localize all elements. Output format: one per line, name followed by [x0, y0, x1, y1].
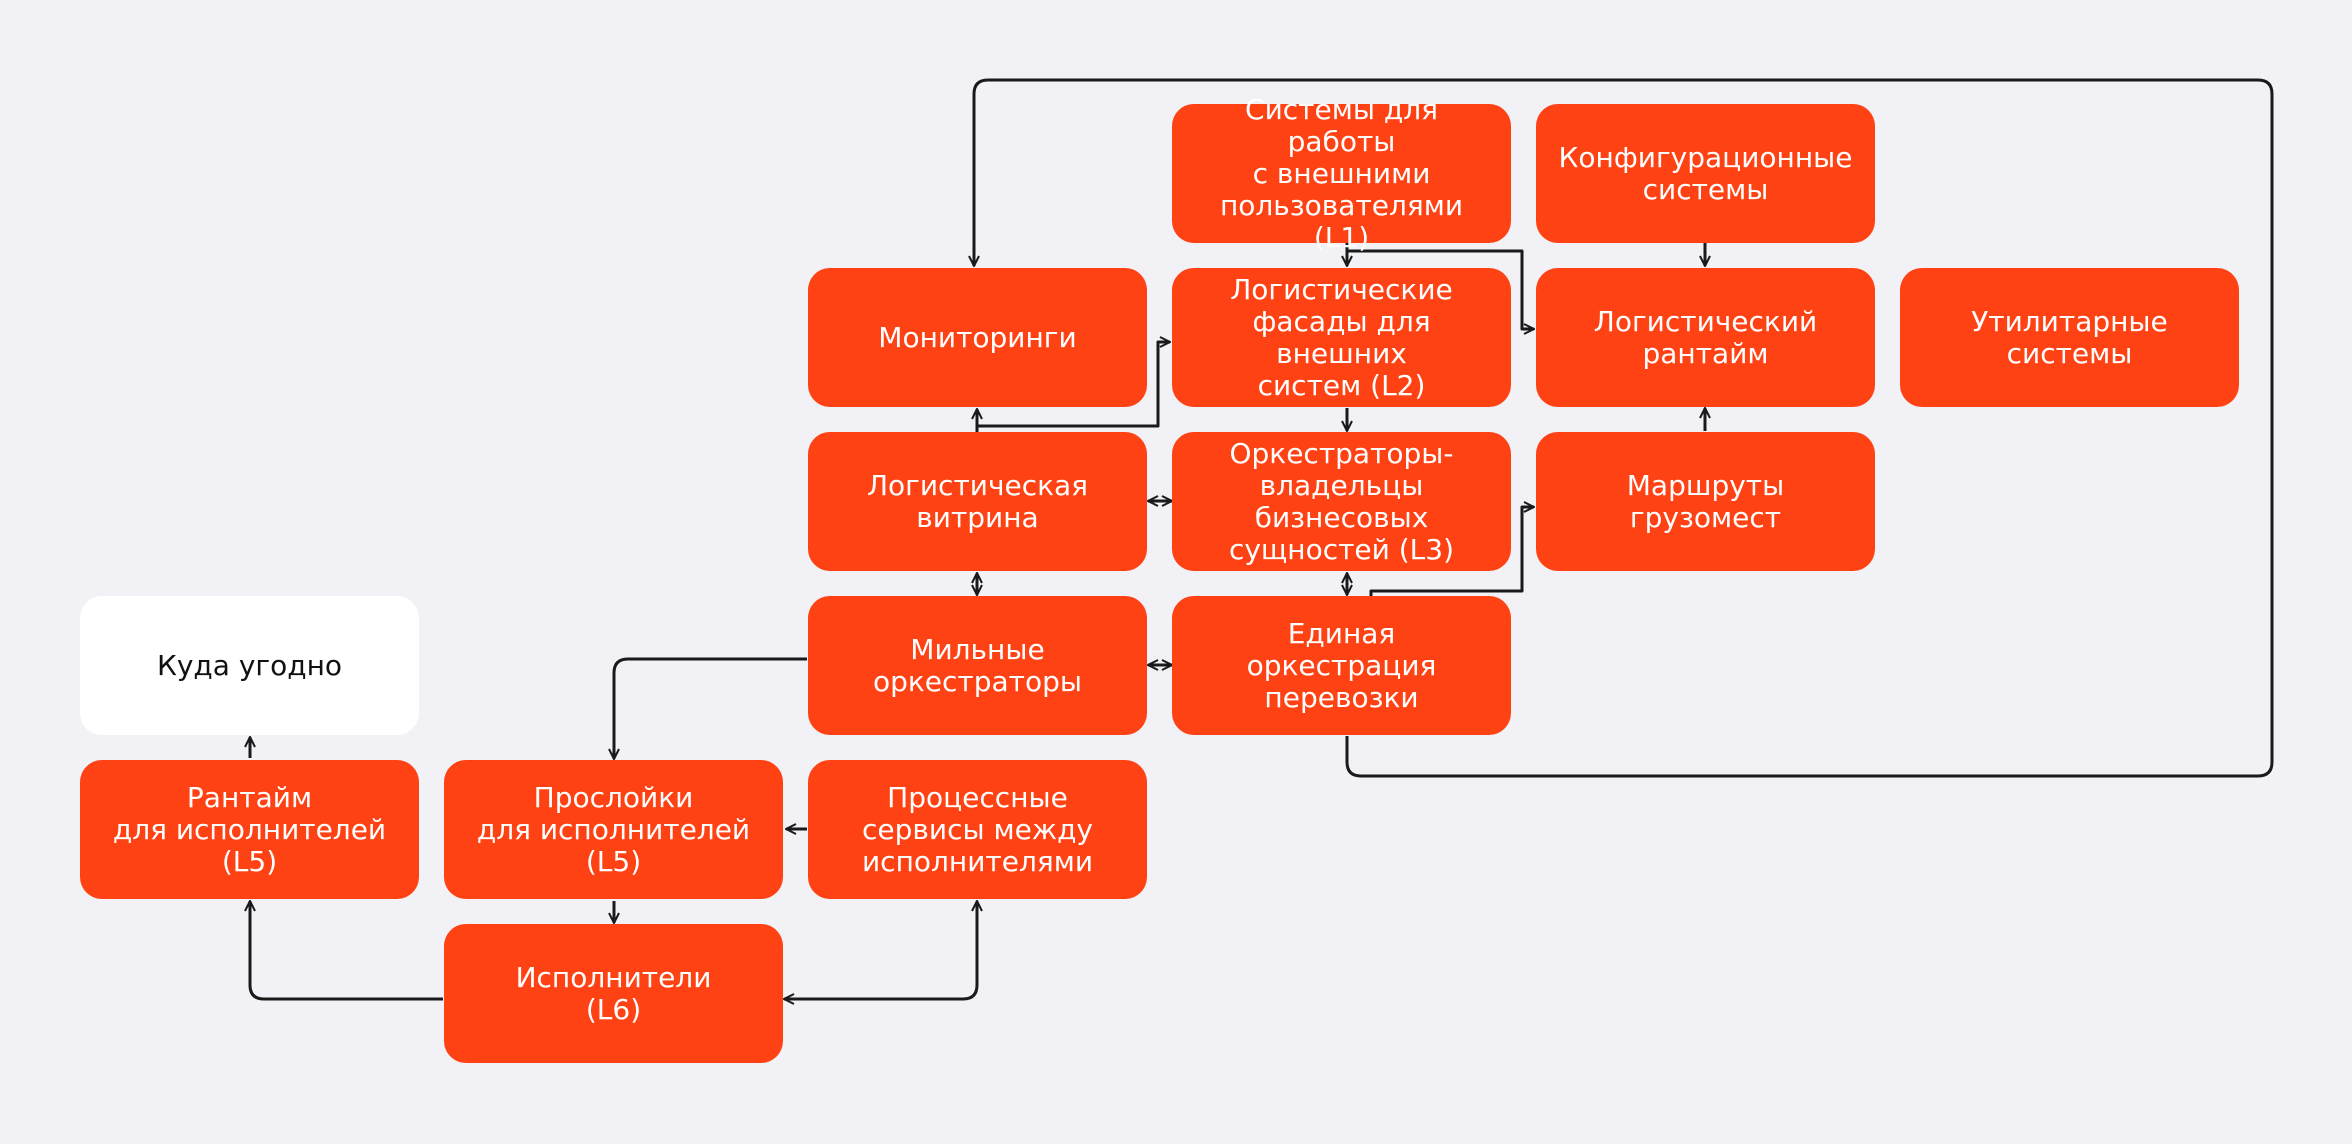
process-services-label: Процессные сервисы между исполнителями — [861, 780, 1094, 878]
mile-orchestrators-node: Мильные оркестраторы — [808, 596, 1147, 735]
logistics-showcase-label: Логистическая витрина — [866, 468, 1089, 534]
unified-orchestration-node: Единая оркестрация перевозки — [1172, 596, 1511, 735]
unified-orchestration-label: Единая оркестрация перевозки — [1246, 616, 1437, 714]
edge-unified-to-routes — [1369, 507, 1534, 597]
external-users-systems-label: Системы для работы с внешними пользовате… — [1219, 92, 1464, 254]
edge-l1-to-runtime — [1347, 249, 1534, 329]
cargo-routes-label: Маршруты грузомест — [1626, 468, 1785, 534]
anywhere-node: Куда угодно — [80, 596, 419, 735]
logistics-runtime-label: Логистический рантайм — [1593, 304, 1818, 370]
edge-mile-to-layers — [614, 657, 807, 759]
anywhere-label: Куда угодно — [156, 648, 343, 682]
logistics-showcase-node: Логистическая витрина — [808, 432, 1147, 571]
business-orchestrators-node: Оркестраторы- владельцы бизнесовых сущно… — [1172, 432, 1511, 571]
executors-label: Исполнители (L6) — [515, 960, 712, 1026]
executors-node: Исполнители (L6) — [444, 924, 783, 1063]
config-systems-node: Конфигурационные системы — [1536, 104, 1875, 243]
edge-showcase-to-l2 — [977, 342, 1170, 428]
executor-layers-node: Прослойки для исполнителей (L5) — [444, 760, 783, 899]
monitoring-node: Мониторинги — [808, 268, 1147, 407]
cargo-routes-node: Маршруты грузомест — [1536, 432, 1875, 571]
edge-orchestration-to-monitoring — [974, 78, 2274, 778]
edge-executors-process — [784, 901, 977, 999]
logistics-facades-label: Логистические фасады для внешних систем … — [1230, 272, 1453, 402]
logistics-facades-node: Логистические фасады для внешних систем … — [1172, 268, 1511, 407]
utility-systems-label: Утилитарные системы — [1971, 304, 2168, 370]
external-users-systems-node: Системы для работы с внешними пользовате… — [1172, 93, 1511, 253]
executor-runtime-node: Рантайм для исполнителей (L5) — [80, 760, 419, 899]
logistics-runtime-node: Логистический рантайм — [1536, 268, 1875, 407]
utility-systems-node: Утилитарные системы — [1900, 268, 2239, 407]
process-services-node: Процессные сервисы между исполнителями — [808, 760, 1147, 899]
monitoring-label: Мониторинги — [878, 320, 1077, 354]
business-orchestrators-label: Оркестраторы- владельцы бизнесовых сущно… — [1228, 436, 1455, 566]
executor-runtime-label: Рантайм для исполнителей (L5) — [112, 780, 387, 878]
config-systems-label: Конфигурационные системы — [1558, 140, 1853, 206]
mile-orchestrators-label: Мильные оркестраторы — [872, 632, 1082, 698]
executor-layers-label: Прослойки для исполнителей (L5) — [476, 780, 751, 878]
edge-executors-to-runtime — [250, 901, 443, 1001]
